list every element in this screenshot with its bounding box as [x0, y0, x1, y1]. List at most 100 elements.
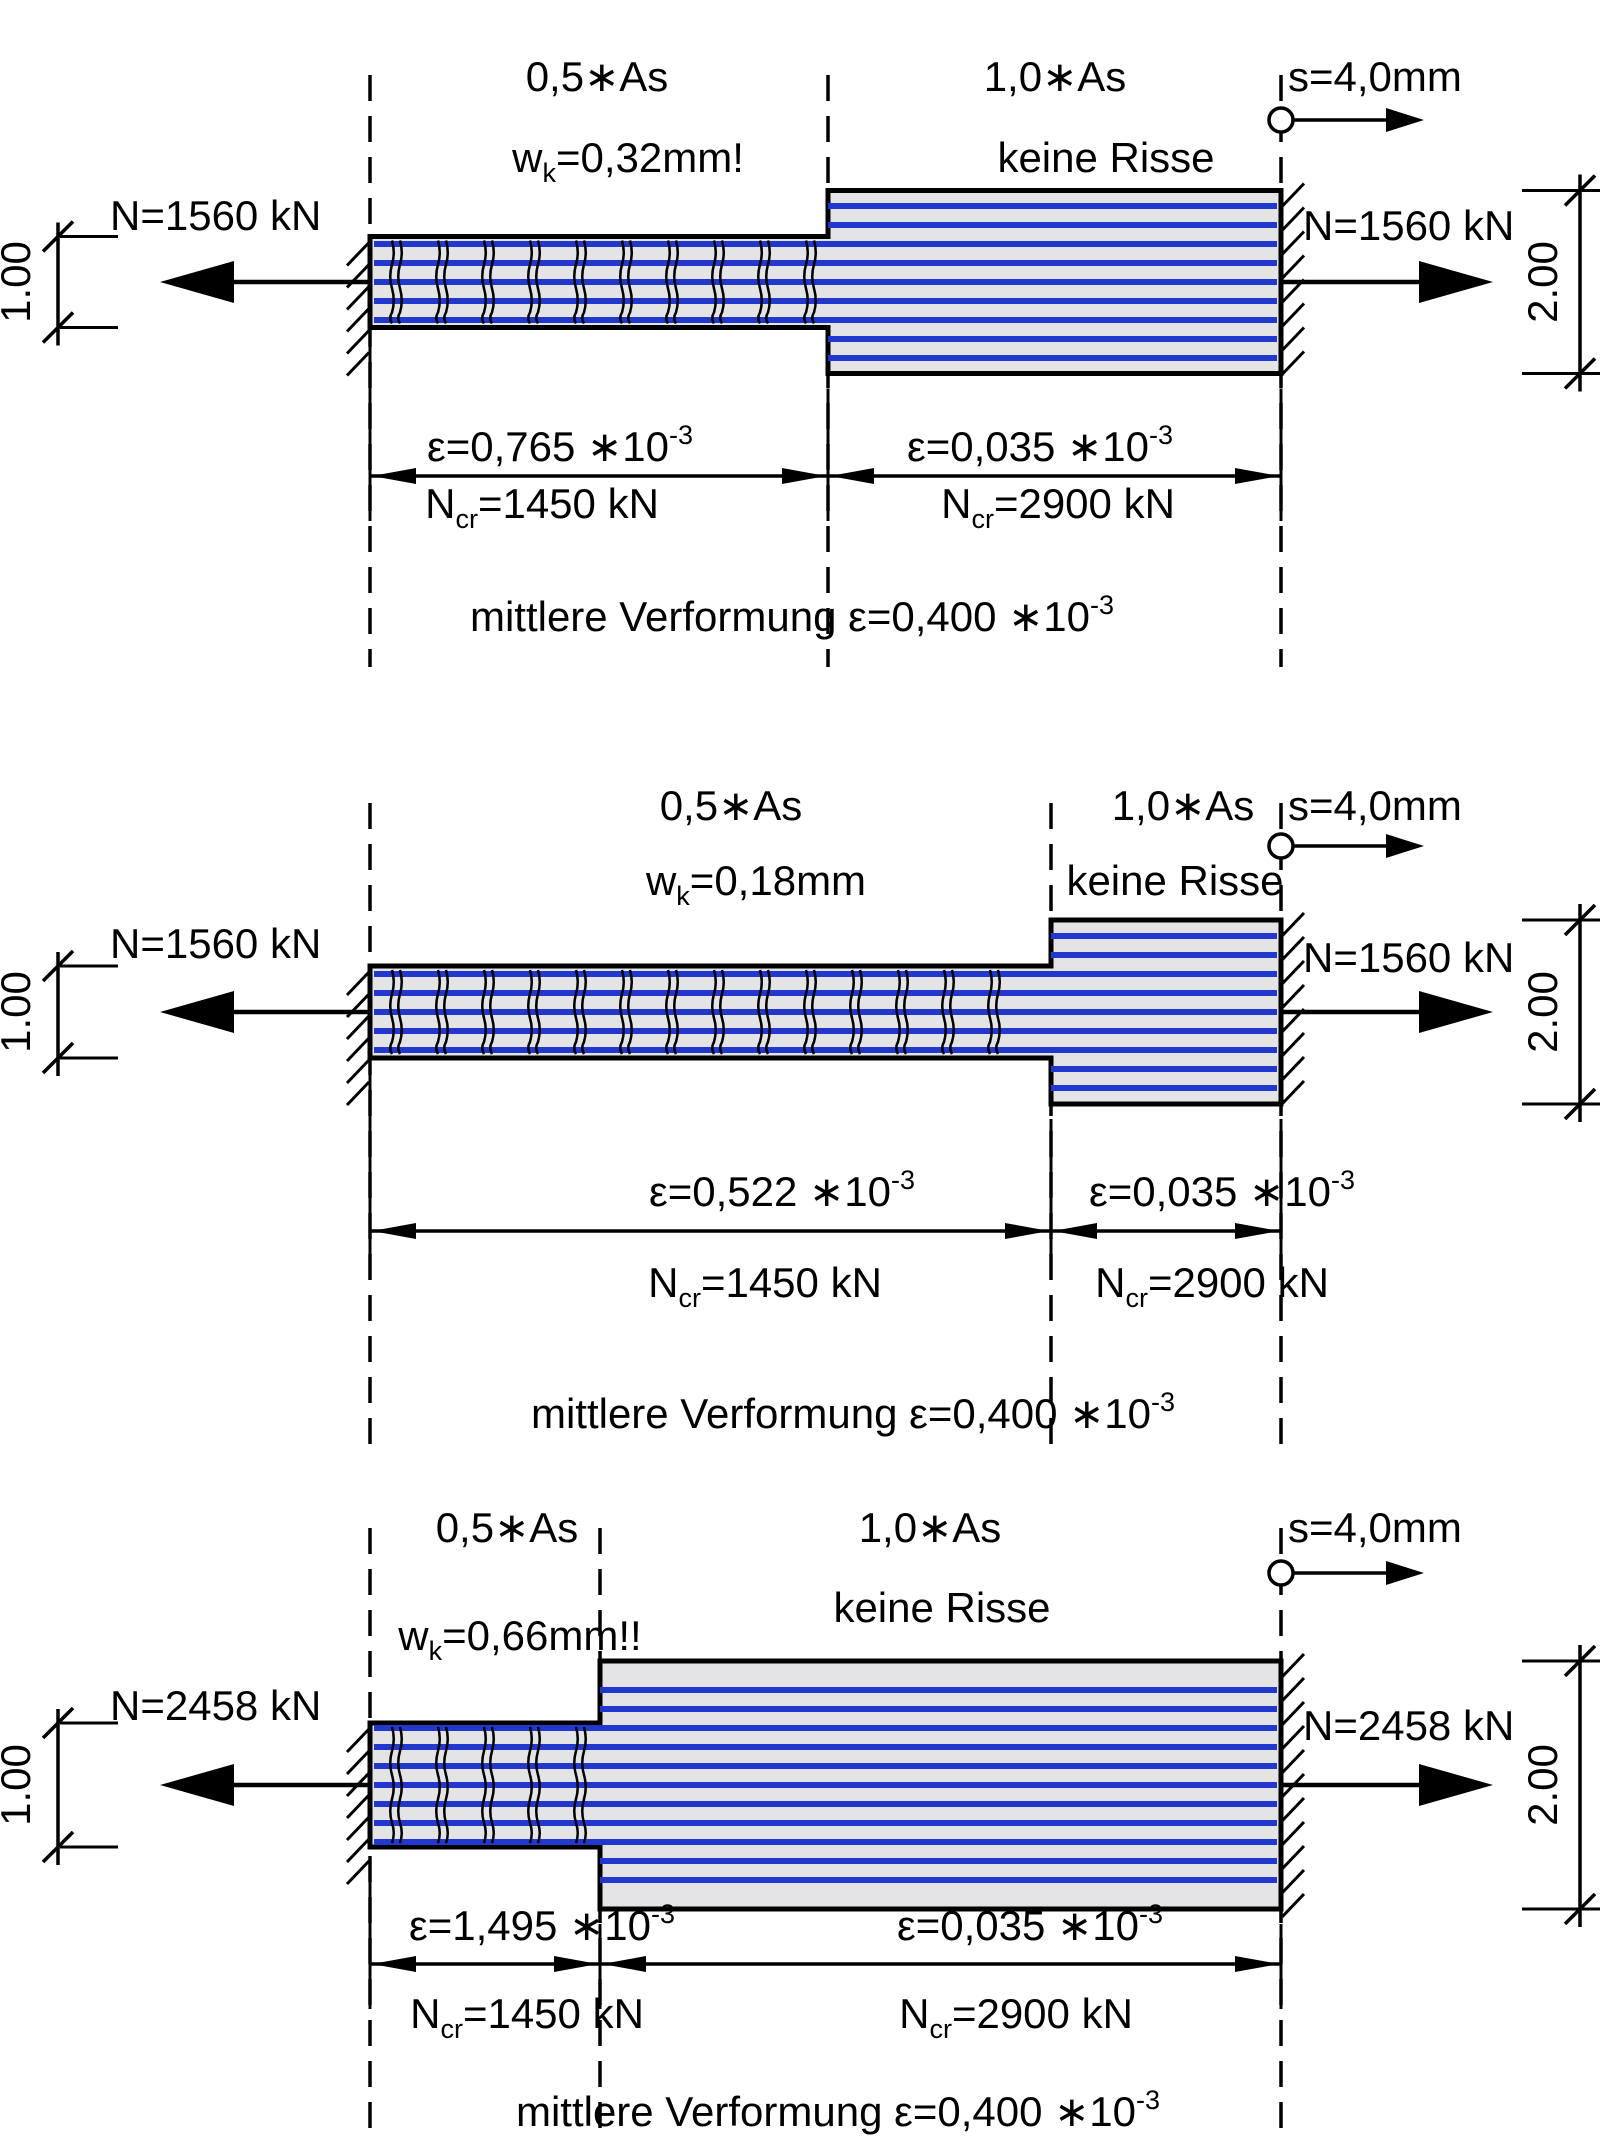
- support-hatch-left: [345, 970, 371, 1107]
- slip-circle: [1267, 106, 1295, 134]
- dim-arrowhead: [1235, 468, 1279, 484]
- dim-tick: [41, 1706, 75, 1740]
- slip-circle: [1267, 832, 1295, 860]
- slip-label: s=4,0mm: [1288, 1504, 1462, 1551]
- crack-lines: [389, 969, 1001, 1055]
- strain-label-right: ε=0,035 ∗10-3: [1089, 1165, 1355, 1215]
- crack-line: [711, 240, 717, 325]
- strain-label-left: ε=0,765 ∗10-3: [427, 420, 693, 470]
- dim-arrowhead: [830, 468, 874, 484]
- hatch-mark: [345, 1815, 371, 1842]
- rebar-lines: [374, 1687, 1277, 1883]
- hatch-mark: [345, 1080, 371, 1107]
- force-label-left: N=2458 kN: [110, 1682, 321, 1729]
- zone-label-right: 1,0∗As: [859, 1504, 1002, 1551]
- mean-strain-label: mittlere Verformung ε=0,400 ∗10-3: [516, 2085, 1160, 2135]
- hatch-mark: [1280, 1820, 1306, 1847]
- crack-line: [627, 969, 633, 1055]
- crack-line: [673, 240, 679, 325]
- crack-line: [573, 240, 579, 325]
- crack-line: [481, 1726, 487, 1844]
- dim-tick: [41, 311, 75, 344]
- hatch-mark: [1280, 1868, 1306, 1895]
- crack-line: [665, 240, 671, 325]
- ncr-label-left: Ncr=1450 kN: [648, 1259, 882, 1313]
- force-arrowhead-left: [160, 1764, 234, 1806]
- hatch-mark: [345, 970, 371, 997]
- crack-line: [581, 1726, 587, 1844]
- no-cracks-label: keine Risse: [833, 1584, 1050, 1631]
- strain-label-right: ε=0,035 ∗10-3: [897, 1899, 1163, 1949]
- crack-line: [443, 969, 449, 1055]
- force-arrowhead-left: [160, 991, 234, 1033]
- zone-label-left: 0,5∗As: [526, 53, 669, 100]
- crack-line: [389, 1726, 395, 1844]
- crack-line: [527, 969, 533, 1055]
- dim-arrowhead: [372, 1956, 416, 1972]
- hatch-mark: [345, 351, 371, 377]
- crack-line: [895, 969, 901, 1055]
- crack-line: [849, 969, 855, 1055]
- crack-line: [619, 969, 625, 1055]
- hatch-mark: [1280, 1031, 1306, 1058]
- ncr-label-left: Ncr=1450 kN: [425, 480, 659, 534]
- crack-width-label: wk=0,66mm!!: [397, 1612, 641, 1666]
- crack-line: [527, 1726, 533, 1844]
- hatch-mark: [1280, 935, 1306, 962]
- crack-line: [757, 240, 763, 325]
- dim-tick: [41, 220, 75, 253]
- support-hatch-right: [1280, 911, 1306, 1106]
- crack-line: [803, 240, 809, 325]
- mean-strain-label: mittlere Verformung ε=0,400 ∗10-3: [531, 1387, 1175, 1437]
- strain-label-left: ε=1,495 ∗10-3: [409, 1899, 675, 1949]
- hatch-mark: [1280, 254, 1306, 280]
- support-hatch-right: [1280, 1652, 1306, 1919]
- crack-line: [481, 969, 487, 1055]
- dim-arrowhead: [782, 468, 826, 484]
- crack-line: [389, 969, 395, 1055]
- hatch-mark: [345, 1749, 371, 1776]
- crack-line: [719, 969, 725, 1055]
- dim-1m-label: 1.00: [0, 241, 39, 323]
- crack-line: [949, 969, 955, 1055]
- force-label-left: N=1560 kN: [110, 920, 321, 967]
- dim-arrowhead: [1235, 1956, 1279, 1972]
- crack-line: [581, 969, 587, 1055]
- crack-line: [535, 240, 541, 325]
- force-label-right: N=1560 kN: [1303, 202, 1514, 249]
- crack-line: [673, 969, 679, 1055]
- crack-line: [527, 240, 533, 325]
- dim-arrowhead: [1053, 1223, 1097, 1239]
- mean-strain-label: mittlere Verformung ε=0,400 ∗10-3: [470, 590, 1114, 640]
- hatch-mark: [1280, 1055, 1306, 1082]
- hatch-mark: [1280, 1652, 1306, 1679]
- dim-tick: [41, 1041, 75, 1075]
- ncr-label-right: Ncr=2900 kN: [1095, 1259, 1329, 1313]
- strain-label-right: ε=0,035 ∗10-3: [907, 420, 1173, 470]
- crack-line: [481, 240, 487, 325]
- crack-line: [995, 969, 1001, 1055]
- no-cracks-label: keine Risse: [1066, 857, 1283, 904]
- force-label-right: N=2458 kN: [1303, 1702, 1514, 1749]
- force-label-right: N=1560 kN: [1303, 934, 1514, 981]
- crack-line: [489, 969, 495, 1055]
- dim-arrowhead: [554, 1956, 598, 1972]
- hatch-mark: [345, 1058, 371, 1085]
- hatch-mark: [345, 1727, 371, 1754]
- crack-lines: [389, 240, 817, 325]
- crack-line: [435, 1726, 441, 1844]
- hatch-mark: [1280, 206, 1306, 232]
- crack-width-label: wk=0,18mm: [645, 857, 866, 911]
- force-arrowhead-left: [160, 261, 234, 303]
- dim-2m-label: 2.00: [1519, 971, 1566, 1053]
- crack-line: [627, 240, 633, 325]
- crack-line: [535, 969, 541, 1055]
- crack-line: [573, 1726, 579, 1844]
- force-arrowhead-right: [1419, 1764, 1493, 1806]
- crack-line: [765, 969, 771, 1055]
- ncr-label-right: Ncr=2900 kN: [941, 480, 1175, 534]
- hatch-mark: [1280, 1796, 1306, 1823]
